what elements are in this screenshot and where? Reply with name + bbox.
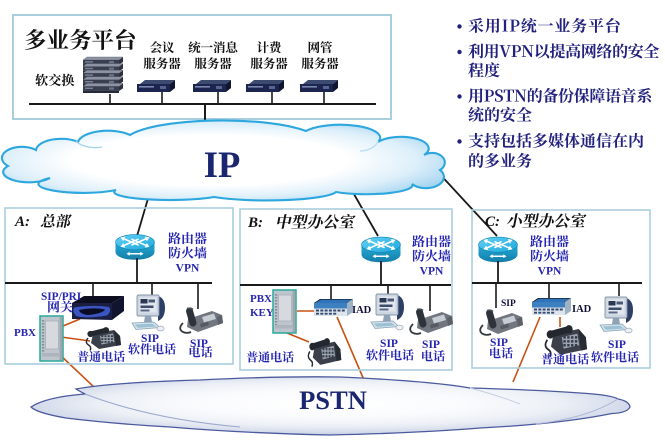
svg-text:SIP: SIP [190,338,208,350]
svg-text:SIP: SIP [490,337,508,349]
svg-text:PBX: PBX [14,327,36,339]
svg-text:IAD: IAD [572,304,592,315]
svg-text:IAD: IAD [352,305,372,316]
svg-text:PSTN: PSTN [299,385,367,415]
svg-text:B:: B: [247,215,263,231]
svg-text:SIP: SIP [141,333,159,345]
svg-text:A:: A: [14,214,30,230]
svg-text:PBX: PBX [250,293,272,305]
svg-text:KEY: KEY [250,307,274,319]
svg-text:SIP: SIP [380,338,398,350]
svg-text:SIP: SIP [608,339,626,351]
svg-text:VPN: VPN [176,263,200,275]
svg-text:SIP/PRI: SIP/PRI [41,291,82,303]
svg-text:VPN: VPN [538,266,562,278]
svg-text:SIP: SIP [501,299,516,309]
svg-text:SIP: SIP [422,339,440,351]
svg-text:VPN: VPN [420,266,444,278]
svg-text:C:: C: [485,214,500,230]
svg-text:IP: IP [204,144,241,185]
